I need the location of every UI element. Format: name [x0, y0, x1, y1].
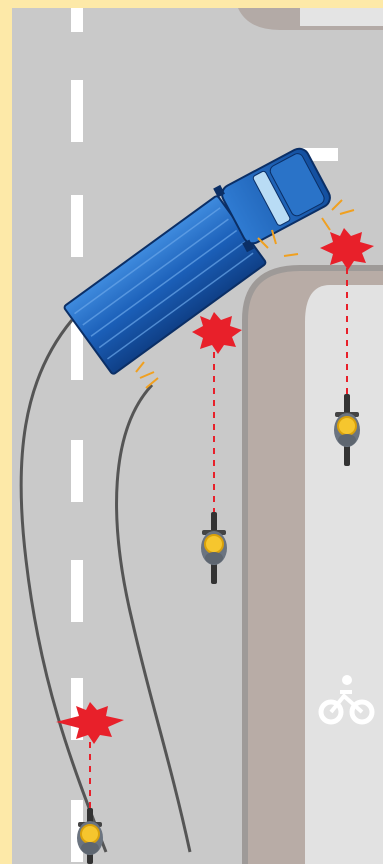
curb-edge: [242, 265, 383, 864]
bike-lane-icon: [318, 675, 375, 725]
truck-wheel-path-left: [19, 319, 108, 853]
impact-sparks: [135, 199, 355, 389]
collision-burst: [320, 228, 374, 270]
cyclist: [334, 394, 360, 466]
collision-burst: [56, 702, 124, 744]
impact-connector: [89, 268, 348, 812]
cyclist: [77, 808, 103, 864]
collision-burst: [192, 312, 242, 354]
corner-lane-top: [300, 8, 383, 26]
truck-wheel-path-right: [115, 383, 192, 853]
cyclist: [201, 512, 227, 584]
bike-lane: [305, 285, 383, 864]
truck: [63, 147, 331, 375]
truck-windshield: [252, 170, 291, 226]
